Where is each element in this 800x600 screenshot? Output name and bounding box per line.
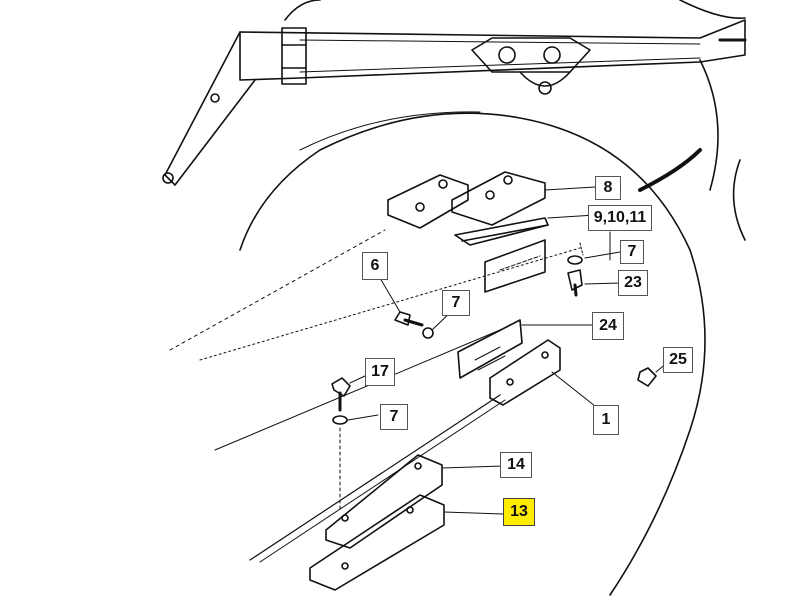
bolt-25: [637, 367, 657, 387]
bolt-17: [331, 377, 351, 397]
skid-rail-upper: [199, 247, 581, 361]
rotor-beam-inner: [299, 39, 701, 73]
spacer-block: [484, 239, 546, 293]
skid-14: [325, 454, 443, 549]
skid-block-1: [489, 339, 561, 406]
callout-13-highlighted[interactable]: 13: [503, 498, 535, 526]
callout-25: 25: [663, 347, 693, 373]
skid-rail-lower: [214, 329, 501, 451]
knife-plate-24: [457, 319, 523, 379]
skid-13: [309, 494, 445, 591]
callout-17: 17: [365, 358, 395, 386]
main-disc-inner: [299, 111, 481, 151]
beam-clamp: [281, 27, 307, 85]
knife-edge: [249, 394, 501, 561]
callout-24: 24: [592, 312, 624, 340]
shim-plates: [454, 217, 549, 246]
knife-holder-left: [387, 174, 469, 229]
beam-center-block: [471, 37, 591, 73]
callout-8: 8: [595, 176, 621, 200]
main-disc-outline: [239, 112, 706, 596]
bolt-6: [394, 311, 411, 326]
disc-edge-right: [699, 59, 719, 191]
upper-disc-outline: [284, 0, 321, 21]
callout-14: 14: [500, 452, 532, 478]
callout-9-10-11: 9,10,11: [588, 205, 652, 231]
upper-disc-outline-right: [679, 0, 746, 19]
callout-23: 23: [618, 270, 648, 296]
callout-7-middle: 7: [442, 290, 470, 316]
callout-7-right: 7: [620, 240, 644, 264]
bolt-23: [567, 269, 583, 291]
callout-1: 1: [593, 405, 619, 435]
callout-6: 6: [362, 252, 388, 280]
left-arm: [164, 31, 256, 186]
rotor-beam: [239, 19, 746, 81]
callout-7-lower: 7: [380, 404, 408, 430]
knife-holder-right: [451, 171, 546, 226]
